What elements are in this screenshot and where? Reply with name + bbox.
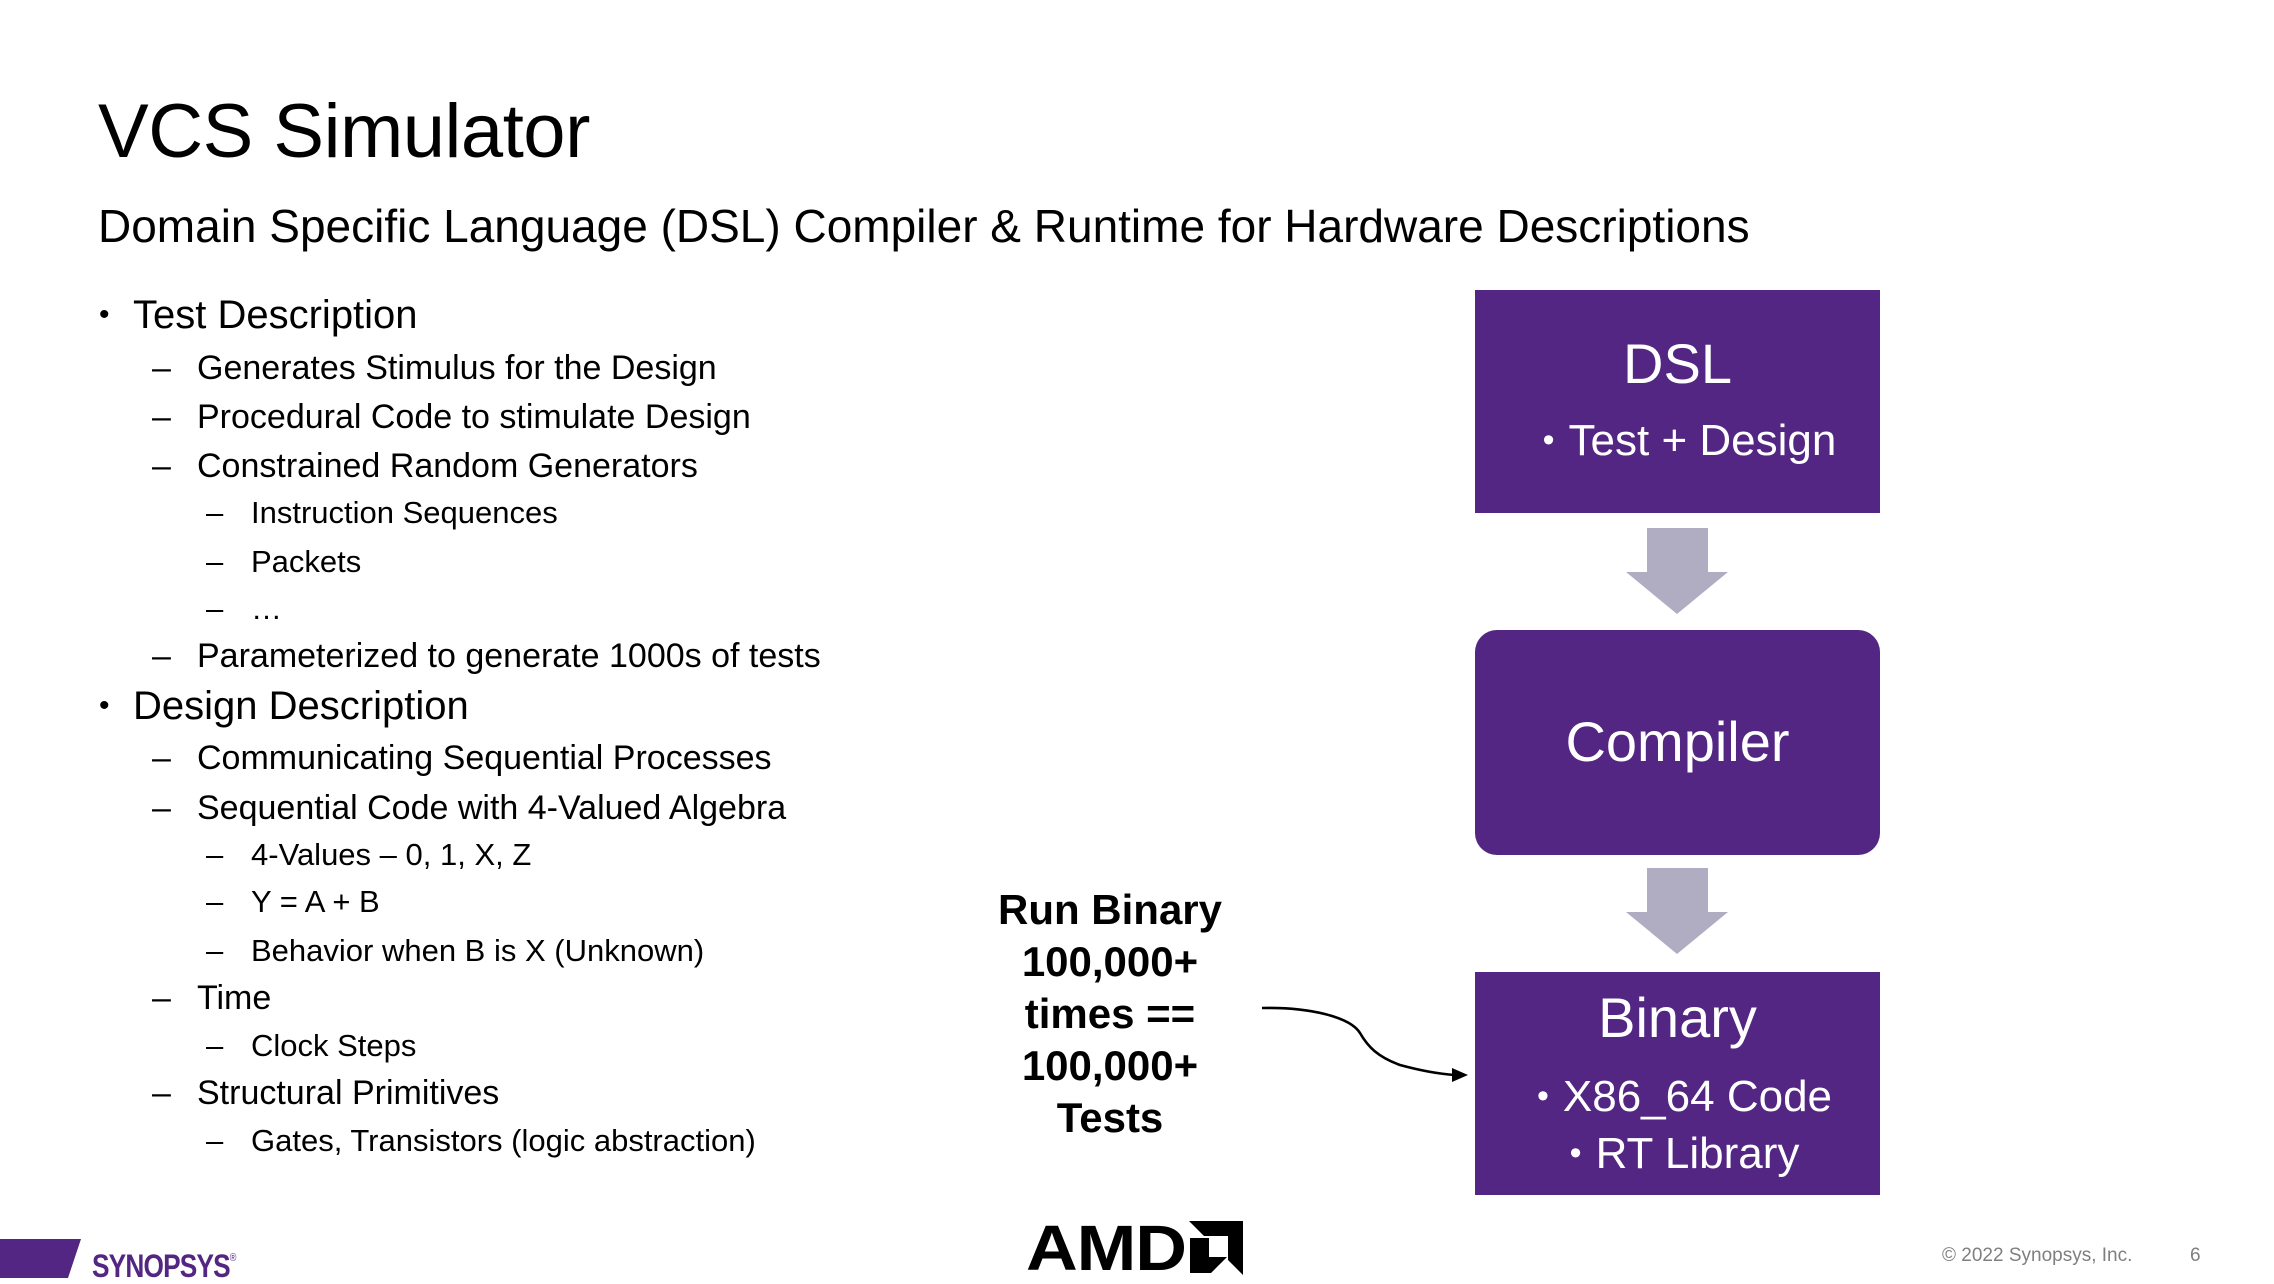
sub-bullet-item: –Communicating Sequential Processes (152, 737, 772, 779)
bullet-text: Constrained Random Generators (197, 446, 698, 485)
bullet-text: Structural Primitives (197, 1073, 500, 1112)
bullet-text: Procedural Code to stimulate Design (197, 397, 751, 436)
dash-icon: – (152, 348, 171, 387)
run-label-line: 100,000+ (1021, 1042, 1199, 1089)
slide-subtitle: Domain Specific Language (DSL) Compiler … (98, 200, 1750, 252)
bullet-item: • Test Description (99, 291, 418, 339)
dash-icon: – (206, 884, 224, 919)
dash-icon: – (206, 1028, 224, 1063)
dsl-box: DSL • Test + Design (1475, 290, 1880, 513)
bullet-text: Packets (251, 544, 362, 579)
binary-box-bullet: • X86_64 Code (1489, 1070, 1880, 1123)
bullet-text: Gates, Transistors (logic abstraction) (251, 1123, 756, 1158)
bullet-text: Time (197, 978, 272, 1017)
footer-brand-band (0, 1239, 81, 1278)
sub-bullet-item: –Packets (206, 542, 362, 582)
page-number: 6 (2190, 1245, 2201, 1266)
binary-box-bullet: • RT Library (1489, 1127, 1880, 1180)
dash-icon: – (206, 495, 224, 530)
bullet-text: Parameterized to generate 1000s of tests (197, 636, 821, 675)
sub-bullet-item: –Generates Stimulus for the Design (152, 347, 717, 389)
copyright-text: © 2022 Synopsys, Inc. (1942, 1245, 2133, 1266)
dash-icon: – (152, 978, 171, 1017)
dash-icon: – (206, 837, 224, 872)
bullet-text: Instruction Sequences (251, 495, 558, 530)
bullet-text: Design Description (133, 683, 469, 728)
bullet-item: • Design Description (99, 682, 469, 730)
sub-bullet-item: –Y = A + B (206, 882, 380, 922)
bullet-text: Sequential Code with 4-Valued Algebra (197, 788, 787, 827)
bullet-text: Generates Stimulus for the Design (197, 348, 717, 387)
bullet-dot-icon: • (99, 298, 110, 331)
run-label-line: Tests (1056, 1094, 1164, 1141)
bullet-text: Behavior when B is X (Unknown) (251, 933, 705, 968)
dsl-box-bullet: • Test + Design (1499, 414, 1880, 467)
sub-bullet-item: –Instruction Sequences (206, 493, 558, 533)
sub-bullet-item: –Parameterized to generate 1000s of test… (152, 635, 821, 677)
sub-bullet-item: –Structural Primitives (152, 1072, 500, 1114)
compiler-box-title: Compiler (1565, 710, 1790, 773)
amd-logo-text: AMD (1026, 1212, 1187, 1284)
binary-bullet-text: RT Library (1595, 1129, 1800, 1178)
run-label-line: Run Binary (997, 886, 1223, 933)
dash-icon: – (206, 591, 224, 626)
sub-bullet-item: –Procedural Code to stimulate Design (152, 396, 751, 438)
bullet-icon: • (1569, 1134, 1582, 1172)
dash-icon: – (206, 544, 224, 579)
bullet-text: Communicating Sequential Processes (197, 738, 772, 777)
dash-icon: – (152, 788, 171, 827)
dash-icon: – (152, 1073, 171, 1112)
run-label-line: times == (1024, 990, 1196, 1037)
bullet-dot-icon: • (99, 689, 110, 722)
sub-bullet-item: –… (206, 589, 282, 629)
sub-bullet-item: –Time (152, 977, 272, 1019)
binary-bullet-text: X86_64 Code (1562, 1072, 1833, 1121)
bullet-icon: • (1542, 421, 1555, 459)
bullet-text: 4-Values – 0, 1, X, Z (251, 837, 532, 872)
synopsys-logo-text: SYNOPSYS (92, 1248, 231, 1284)
compiler-box: Compiler (1475, 630, 1880, 855)
bullet-text: Clock Steps (251, 1028, 417, 1063)
down-arrow-icon (1626, 528, 1728, 614)
sub-bullet-item: –Clock Steps (206, 1026, 417, 1066)
dsl-bullet-text: Test + Design (1568, 416, 1837, 465)
bullet-icon: • (1536, 1077, 1549, 1115)
amd-logo: AMD (1026, 1212, 1245, 1284)
dash-icon: – (152, 636, 171, 675)
dash-icon: – (206, 933, 224, 968)
registered-mark: ® (229, 1252, 237, 1264)
binary-box: Binary • X86_64 Code • RT Library (1475, 972, 1880, 1195)
synopsys-logo: SYNOPSYS® (92, 1240, 236, 1284)
run-binary-label: Run Binary 100,000+ times == 100,000+ Te… (960, 884, 1260, 1144)
sub-bullet-item: –Gates, Transistors (logic abstraction) (206, 1121, 756, 1161)
amd-arrow-icon (1188, 1221, 1243, 1275)
bullet-text: Test Description (133, 292, 418, 337)
sub-bullet-item: –4-Values – 0, 1, X, Z (206, 835, 532, 875)
dsl-box-title: DSL (1623, 332, 1732, 395)
dash-icon: – (206, 1123, 224, 1158)
bullet-text: Y = A + B (251, 884, 380, 919)
sub-bullet-item: –Sequential Code with 4-Valued Algebra (152, 787, 787, 829)
down-arrow-icon (1626, 868, 1728, 954)
curved-connector-arrow-icon (1261, 1006, 1468, 1082)
slide-title: VCS Simulator (98, 89, 590, 174)
run-label-line: 100,000+ (1021, 938, 1199, 985)
dash-icon: – (152, 738, 171, 777)
sub-bullet-item: –Constrained Random Generators (152, 445, 698, 487)
sub-bullet-item: –Behavior when B is X (Unknown) (206, 931, 705, 971)
binary-box-title: Binary (1598, 986, 1757, 1049)
dash-icon: – (152, 397, 171, 436)
dash-icon: – (152, 446, 171, 485)
bullet-text: … (251, 591, 282, 626)
